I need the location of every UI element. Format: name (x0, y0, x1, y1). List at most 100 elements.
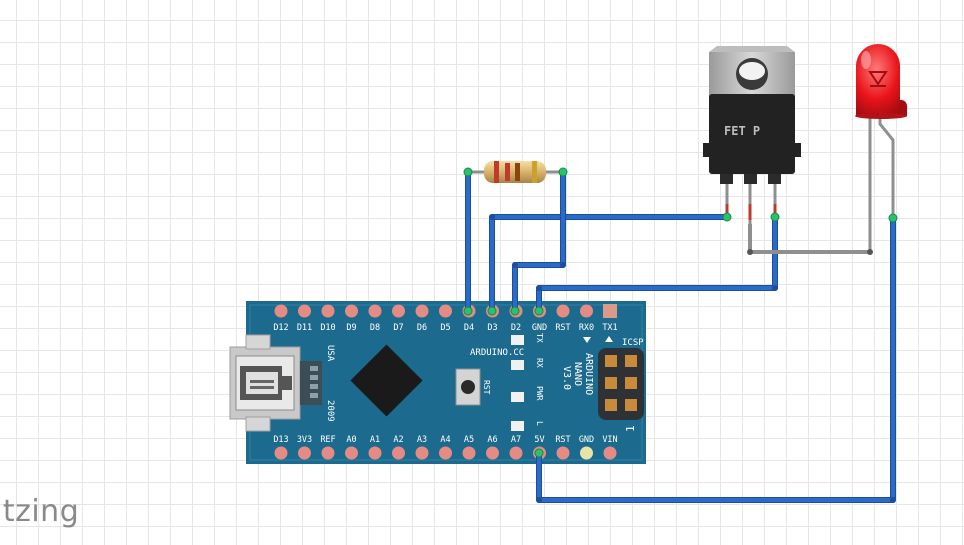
pin-pad[interactable] (580, 304, 593, 318)
pin-pad[interactable] (509, 446, 523, 460)
pin-label: D5 (440, 323, 450, 333)
pin-label: A5 (464, 435, 474, 445)
wire-endpoint[interactable] (558, 167, 568, 177)
p-channel-mosfet[interactable]: FET P (703, 46, 801, 224)
wire-bendpoint[interactable] (512, 262, 518, 268)
board-name: ARDUINO NANO V3.0 (561, 353, 594, 395)
country-label: USA (325, 345, 335, 362)
pin-label: A4 (440, 435, 450, 445)
pin-label: D12 (273, 323, 288, 333)
pin-label: D4 (464, 323, 474, 333)
pin-label: D7 (393, 323, 403, 333)
wire-endpoint[interactable] (534, 448, 544, 458)
board-name-line-2: NANO (572, 362, 583, 386)
wire-endpoint[interactable] (487, 306, 497, 316)
pin-pad[interactable] (462, 446, 476, 460)
wire-endpoint[interactable] (770, 212, 780, 222)
pin-pad[interactable] (486, 446, 499, 460)
arduino-nano-board[interactable]: ARDUINO.CC USA 2009 RST ICSP 1 ARDUINO N… (229, 301, 646, 464)
pin-pad[interactable] (274, 304, 288, 318)
pin-pad[interactable] (298, 304, 311, 318)
pin-label: A0 (346, 435, 356, 445)
red-led[interactable] (855, 44, 908, 254)
fet-label: FET P (724, 124, 760, 138)
pin-label: D11 (297, 323, 312, 333)
wire-endpoint[interactable] (463, 306, 473, 316)
pin-label: A6 (487, 435, 497, 445)
pin-label: D2 (511, 323, 521, 333)
wire-endpoint[interactable] (510, 306, 520, 316)
pin-label: 5V (534, 435, 544, 445)
wire-bendpoint[interactable] (890, 497, 896, 503)
pin-pad[interactable] (274, 446, 288, 460)
wire-d2-resistor[interactable] (510, 167, 568, 316)
pin-pad[interactable] (321, 304, 335, 318)
pin-label: D9 (346, 323, 356, 333)
wire-d4-resistor[interactable] (463, 167, 473, 316)
reset-button[interactable] (455, 368, 481, 406)
led-label-tx: TX (535, 333, 544, 343)
fritzing-wordmark: itzing (0, 494, 80, 529)
pin-pad[interactable] (415, 304, 429, 318)
pin-label: TX1 (602, 323, 617, 333)
pin-label: VIN (602, 435, 617, 445)
rx-marker (583, 337, 591, 343)
pin-pad[interactable] (345, 446, 358, 460)
wire-endpoint[interactable] (534, 306, 544, 316)
mini-usb-connector[interactable] (229, 334, 322, 432)
pin-label: D3 (487, 323, 497, 333)
pin-pad[interactable] (345, 304, 358, 318)
pin-label: RST (555, 323, 570, 333)
pin-pad[interactable] (392, 446, 405, 460)
pin-label: D8 (370, 323, 380, 333)
year-label: 2009 (325, 400, 335, 422)
led-label-l: L (535, 421, 544, 426)
status-leds (511, 335, 524, 431)
wire-bendpoint[interactable] (536, 285, 542, 291)
wire-endpoint[interactable] (722, 212, 732, 222)
pin-label: D6 (417, 323, 427, 333)
pin-label: A7 (511, 435, 521, 445)
pin-label: A1 (370, 435, 380, 445)
lead-fet-drain-led-cathode (747, 224, 873, 255)
pin-label: GND (532, 323, 547, 333)
wire-d3-fet-gate[interactable] (487, 212, 732, 316)
pin-label: D13 (273, 435, 288, 445)
led-label-pwr: PWR (535, 386, 544, 401)
pin-pad[interactable] (368, 304, 382, 318)
wire-endpoint[interactable] (463, 167, 473, 177)
wire-bendpoint[interactable] (536, 497, 542, 503)
tx-marker (605, 336, 613, 342)
pin-pad[interactable] (439, 446, 452, 460)
pin-pad[interactable] (392, 304, 405, 318)
pin-pad[interactable] (415, 446, 429, 460)
board-name-line-3: V3.0 (561, 366, 572, 390)
pin-pad[interactable] (439, 304, 452, 318)
led-labels: TX RX PWR L (535, 333, 544, 426)
pin-pad[interactable] (298, 446, 311, 460)
wire-bendpoint[interactable] (489, 214, 495, 220)
wire-bendpoint[interactable] (560, 262, 566, 268)
pin-pad[interactable] (603, 304, 617, 318)
pin-pad[interactable] (580, 446, 593, 460)
wire-endpoint[interactable] (888, 213, 898, 223)
pin-pad[interactable] (556, 304, 570, 318)
pin-pad[interactable] (556, 446, 570, 460)
wire-5v-led-anode[interactable] (534, 213, 898, 503)
resistor[interactable] (468, 161, 563, 183)
pin-pad[interactable] (603, 446, 617, 460)
led-label-rx: RX (535, 358, 544, 368)
pin-pad[interactable] (368, 446, 382, 460)
pin-label: A2 (393, 435, 403, 445)
board-name-line-1: ARDUINO (583, 353, 594, 395)
microcontroller-chip (350, 344, 423, 417)
pin-label: GND (579, 435, 594, 445)
wire-gnd-fet-source[interactable] (534, 212, 780, 316)
pin-label: D10 (320, 323, 335, 333)
icsp-header (598, 348, 644, 420)
wire-bendpoint[interactable] (772, 285, 778, 291)
pin-label: RX0 (579, 323, 594, 333)
pin-pad[interactable] (321, 446, 335, 460)
